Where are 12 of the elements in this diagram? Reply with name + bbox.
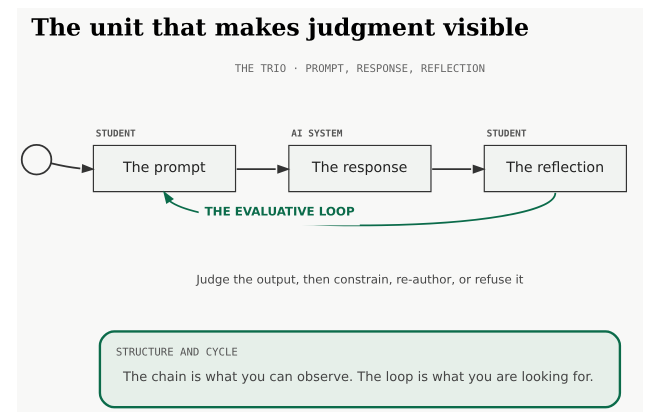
node-label: AI SYSTEM: [291, 128, 343, 140]
arrow: [50, 162, 95, 174]
node-label: STUDENT: [486, 128, 527, 140]
node-person: [20, 144, 52, 176]
label: Judge the output, then constrain, re-author, or refuse it: [196, 272, 524, 286]
node-label: STUDENT: [96, 128, 136, 140]
arrow: [432, 164, 486, 174]
node-box: STRUCTURE AND CYCLE The chain is what you can observe. The loop is what you are looking for.: [98, 330, 622, 408]
label: THE TRIO · PROMPT, RESPONSE, REFLECTION: [234, 62, 486, 76]
arrow: [236, 164, 290, 174]
diagram-title: The unit that makes judgment visible: [31, 13, 530, 42]
edge-label: THE EVALUATIVE LOOP: [204, 204, 355, 218]
